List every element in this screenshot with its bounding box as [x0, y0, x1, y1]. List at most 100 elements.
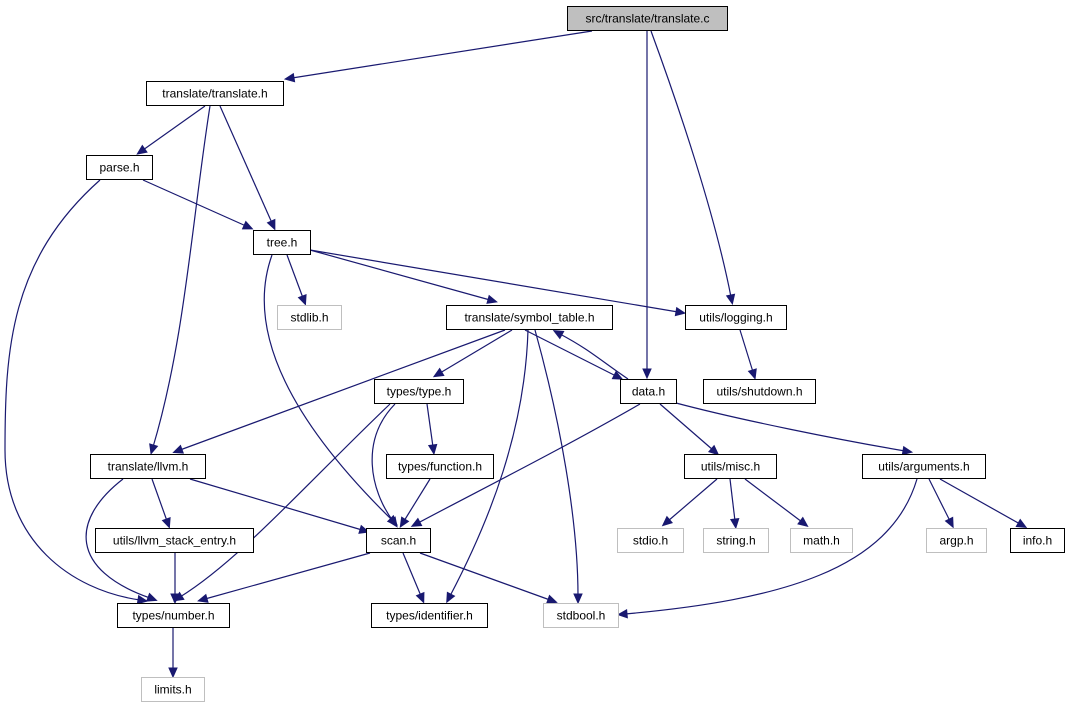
node-box — [277, 305, 342, 330]
node-label: types/identifier.h — [386, 609, 473, 623]
node-box — [371, 603, 488, 628]
arrowhead-function_h-to-scan_h — [399, 516, 410, 528]
node-label: stdlib.h — [290, 311, 328, 325]
arrowhead-llvm_h-to-number_h — [146, 592, 158, 602]
arrowhead-data_h-to-misc_h — [707, 444, 720, 456]
edge-data_h-to-symbol_table_h — [559, 333, 629, 380]
nodes-layer: src/translate/translate.c translate/trans… — [86, 6, 1065, 702]
node-tree-h[interactable]: tree.h — [253, 230, 311, 255]
node-number-h[interactable]: types/number.h — [117, 603, 230, 628]
edge-function_h-to-scan_h — [403, 478, 431, 522]
node-limits-h[interactable]: limits.h — [141, 677, 205, 702]
arrowhead-scan_h-to-stdbool_h — [546, 594, 558, 604]
node-label: tree.h — [267, 236, 298, 250]
arrowhead-tree_h-to-logging_h — [674, 306, 687, 317]
node-logging-h[interactable]: utils/logging.h — [685, 305, 787, 330]
node-box — [446, 305, 613, 330]
node-label: src/translate/translate.c — [585, 12, 709, 26]
edge-translate_h-to-llvm_h — [152, 105, 211, 448]
edge-translate_h-to-tree_h — [219, 105, 273, 224]
node-label: stdbool.h — [557, 609, 606, 623]
node-box — [617, 528, 684, 553]
edge-type_h-to-scan_h — [371, 403, 396, 522]
node-label: utils/logging.h — [699, 311, 772, 325]
node-math-h[interactable]: math.h — [790, 528, 853, 553]
edge-symbol_table_h-to-stdbool_h — [534, 329, 579, 597]
node-scan-h[interactable]: scan.h — [366, 528, 431, 553]
arrowhead-misc_h-to-math_h — [797, 516, 809, 527]
node-label: parse.h — [99, 161, 139, 175]
arrowhead-type_h-to-function_h — [427, 443, 438, 456]
node-shutdown-h[interactable]: utils/shutdown.h — [703, 379, 816, 404]
node-label: types/function.h — [398, 460, 482, 474]
node-type-h[interactable]: types/type.h — [374, 379, 464, 404]
arrowhead-data_h-to-arguments_h — [901, 445, 914, 456]
edge-data_h-to-scan_h — [417, 403, 641, 524]
edge-misc_h-to-math_h — [744, 478, 803, 523]
edge-symbol_table_h-to-llvm_h — [179, 329, 506, 451]
edge-tree_h-to-scan_h — [263, 254, 393, 521]
node-llvm-h[interactable]: translate/llvm.h — [90, 454, 206, 479]
node-identifier-h[interactable]: types/identifier.h — [371, 603, 488, 628]
node-box — [685, 305, 787, 330]
node-label: types/number.h — [132, 609, 214, 623]
node-llvm-stack-entry-h[interactable]: utils/llvm_stack_entry.h — [95, 528, 254, 553]
node-translate-h[interactable]: translate/translate.h — [146, 81, 284, 106]
edge-misc_h-to-string_h — [729, 478, 736, 522]
node-arguments-h[interactable]: utils/arguments.h — [862, 454, 986, 479]
edge-symbol_table_h-to-type_h — [439, 329, 513, 374]
node-argp-h[interactable]: argp.h — [926, 528, 987, 553]
edge-tree_h-to-stdlib_h — [286, 254, 304, 299]
arrowhead-translate_h-to-parse_h — [136, 144, 148, 155]
node-label: argp.h — [939, 534, 973, 548]
edge-scan_h-to-stdbool_h — [419, 552, 551, 601]
arrowhead-symbol_table_h-to-type_h — [432, 367, 445, 378]
arrowhead-arguments_h-to-info_h — [1015, 518, 1028, 529]
node-label: limits.h — [154, 683, 191, 697]
node-translate-c[interactable]: src/translate/translate.c — [567, 6, 728, 31]
arrowhead-arguments_h-to-stdbool_h — [616, 609, 628, 619]
arrowhead-translate_c-to-data_h — [642, 368, 652, 380]
node-box — [141, 677, 205, 702]
node-data-h[interactable]: data.h — [620, 379, 677, 404]
node-box — [374, 379, 464, 404]
edge-translate_c-to-logging_h — [650, 30, 732, 298]
arrowhead-llvm_h-to-llvm_stack_entry_h — [161, 517, 171, 529]
node-box — [95, 528, 254, 553]
node-stdlib-h[interactable]: stdlib.h — [277, 305, 342, 330]
node-box — [86, 155, 153, 180]
edge-arguments_h-to-info_h — [939, 478, 1021, 525]
node-box — [703, 379, 816, 404]
arrowhead-translate_c-to-translate_h — [283, 72, 296, 83]
node-stdbool-h[interactable]: stdbool.h — [543, 603, 619, 628]
node-string-h[interactable]: string.h — [703, 528, 769, 553]
arrowhead-tree_h-to-stdlib_h — [297, 293, 307, 306]
arrowhead-symbol_table_h-to-identifier_h — [446, 591, 456, 604]
node-box — [926, 528, 987, 553]
node-label: translate/translate.h — [162, 87, 267, 101]
arrowhead-arguments_h-to-argp_h — [944, 516, 954, 529]
node-box — [386, 454, 494, 479]
arrowhead-number_h-to-limits_h — [168, 667, 178, 679]
node-misc-h[interactable]: utils/misc.h — [684, 454, 777, 479]
node-box — [366, 528, 431, 553]
node-function-h[interactable]: types/function.h — [386, 454, 494, 479]
arrowhead-type_h-to-scan_h — [387, 516, 398, 528]
arrowhead-translate_h-to-tree_h — [266, 218, 276, 231]
edge-misc_h-to-stdio_h — [667, 478, 718, 522]
arrowhead-logging_h-to-shutdown_h — [747, 368, 757, 380]
node-label: utils/llvm_stack_entry.h — [113, 534, 236, 548]
node-info-h[interactable]: info.h — [1010, 528, 1065, 553]
node-symbol-table-h[interactable]: translate/symbol_table.h — [446, 305, 613, 330]
node-stdio-h[interactable]: stdio.h — [617, 528, 684, 553]
node-label: string.h — [716, 534, 755, 548]
node-box — [620, 379, 677, 404]
node-label: data.h — [632, 385, 665, 399]
arrowhead-translate_h-to-llvm_h — [149, 443, 159, 455]
node-box — [253, 230, 311, 255]
node-label: stdio.h — [633, 534, 668, 548]
edge-tree_h-to-symbol_table_h — [309, 249, 491, 301]
node-box — [90, 454, 206, 479]
node-parse-h[interactable]: parse.h — [86, 155, 153, 180]
